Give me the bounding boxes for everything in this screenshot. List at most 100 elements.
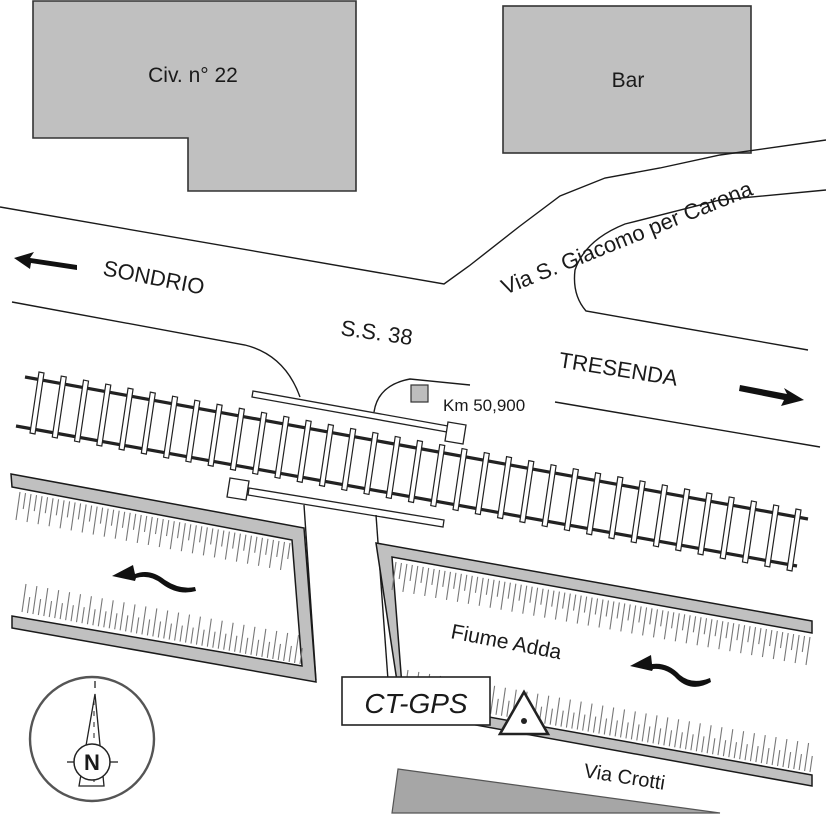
bank-hatch — [125, 512, 131, 541]
bank-hatch — [279, 541, 286, 571]
bank-hatch — [681, 614, 686, 631]
bank-hatch — [707, 619, 713, 648]
bank-hatch — [398, 562, 402, 580]
bank-hatch — [706, 725, 712, 754]
bank-hatch — [771, 737, 777, 766]
arrow-left-icon — [14, 252, 77, 270]
bank-hatch — [787, 751, 792, 769]
bank-hatch — [565, 699, 571, 728]
rail-tie — [73, 379, 90, 443]
bank-hatch — [132, 513, 137, 530]
flow-arrow-left-icon — [112, 565, 196, 593]
station-ct-gps: CT-GPS — [341, 676, 551, 736]
direction-sondrio: SONDRIO — [14, 252, 207, 300]
bank-hatch — [695, 723, 701, 752]
bank-hatch — [663, 717, 669, 746]
bank-hatch — [576, 595, 582, 624]
bank-hatch — [114, 613, 118, 630]
bank-hatch — [533, 587, 539, 616]
bank-hatch — [616, 602, 620, 619]
bank-hatch — [490, 685, 496, 714]
bank-hatch — [729, 623, 735, 652]
bank-hatch — [733, 742, 738, 759]
bank-hatch — [97, 598, 103, 627]
bank-hatch — [37, 496, 43, 525]
bank-hatch — [649, 608, 653, 625]
bank-hatch — [805, 636, 811, 666]
bank-hatch — [619, 709, 626, 738]
bank-hatch — [33, 495, 38, 512]
road-label-via-s-giacomo: Via S. Giacomo per Carona — [498, 176, 757, 300]
bank-hatch — [587, 597, 593, 626]
bank-hatch — [435, 569, 441, 598]
bank-hatch — [740, 625, 746, 654]
bank-hatch — [108, 600, 114, 629]
bank-hatch — [747, 626, 751, 643]
bank-hatch — [652, 715, 658, 744]
bank-hatch — [158, 518, 164, 548]
bank-hatch — [424, 567, 430, 596]
bank-hatch — [722, 740, 727, 757]
bank-hatch — [287, 542, 291, 560]
bank-hatch — [638, 606, 642, 623]
bank-hatch — [88, 505, 93, 522]
bottom-building — [391, 768, 721, 814]
rail-tie — [341, 427, 357, 492]
bank-hatch — [798, 753, 803, 771]
bank-hatch — [495, 698, 499, 715]
bank-hatch — [540, 588, 544, 605]
bank-hatch — [620, 603, 626, 632]
bank-hatch — [130, 604, 136, 633]
bank-hatch — [223, 633, 227, 650]
bank-hatch — [180, 523, 186, 552]
bank-hatch — [165, 520, 170, 537]
bank-hatch — [571, 712, 575, 729]
bank-hatch — [725, 622, 729, 639]
bank-hatch — [37, 598, 42, 616]
arrow-right-icon — [739, 385, 804, 406]
compass-rose: N — [28, 675, 156, 803]
rail-tie — [719, 496, 735, 560]
bank-hatch — [244, 637, 249, 654]
rail-tie — [29, 371, 45, 435]
bank-hatch — [224, 531, 230, 560]
bank-hatch — [456, 573, 462, 602]
bank-hatch — [48, 601, 53, 618]
rail-tie — [207, 403, 223, 467]
rail-tie — [585, 472, 602, 536]
bank-hatch — [627, 604, 631, 621]
bank-hatch — [77, 503, 82, 520]
bank-hatch — [674, 719, 680, 748]
bank-hatch — [217, 620, 223, 649]
bank-hatch — [739, 731, 745, 760]
bank-hatch — [44, 497, 49, 514]
bank-hatch — [268, 539, 275, 568]
bank-hatch — [221, 530, 225, 547]
bank-hatch — [712, 738, 716, 755]
bank-hatch — [500, 581, 506, 610]
bank-hatch — [22, 492, 27, 510]
bank-hatch — [246, 535, 252, 564]
rail-tie — [51, 375, 67, 439]
bank-hatch — [413, 565, 419, 595]
bank-hatch — [549, 708, 553, 725]
bank-hatch — [276, 540, 280, 557]
river-east-section: Fiume Adda — [375, 542, 813, 787]
bank-hatch — [598, 705, 604, 734]
bank-hatch — [790, 633, 795, 651]
bank-hatch — [782, 738, 788, 768]
bank-hatch — [736, 624, 740, 641]
bank-hatch — [679, 732, 683, 749]
bank-hatch — [544, 695, 550, 724]
rail-tie — [764, 504, 780, 568]
bank-hatch — [760, 735, 766, 764]
bank-hatch — [794, 634, 800, 664]
bank-hatch — [761, 629, 767, 658]
bank-hatch — [625, 722, 629, 739]
rail-tie — [652, 484, 669, 548]
bank-hatch — [26, 494, 32, 523]
bank-hatch — [277, 643, 282, 660]
bank-hatch — [146, 619, 151, 636]
rail-tie — [251, 411, 268, 476]
rail-tie — [474, 451, 490, 516]
